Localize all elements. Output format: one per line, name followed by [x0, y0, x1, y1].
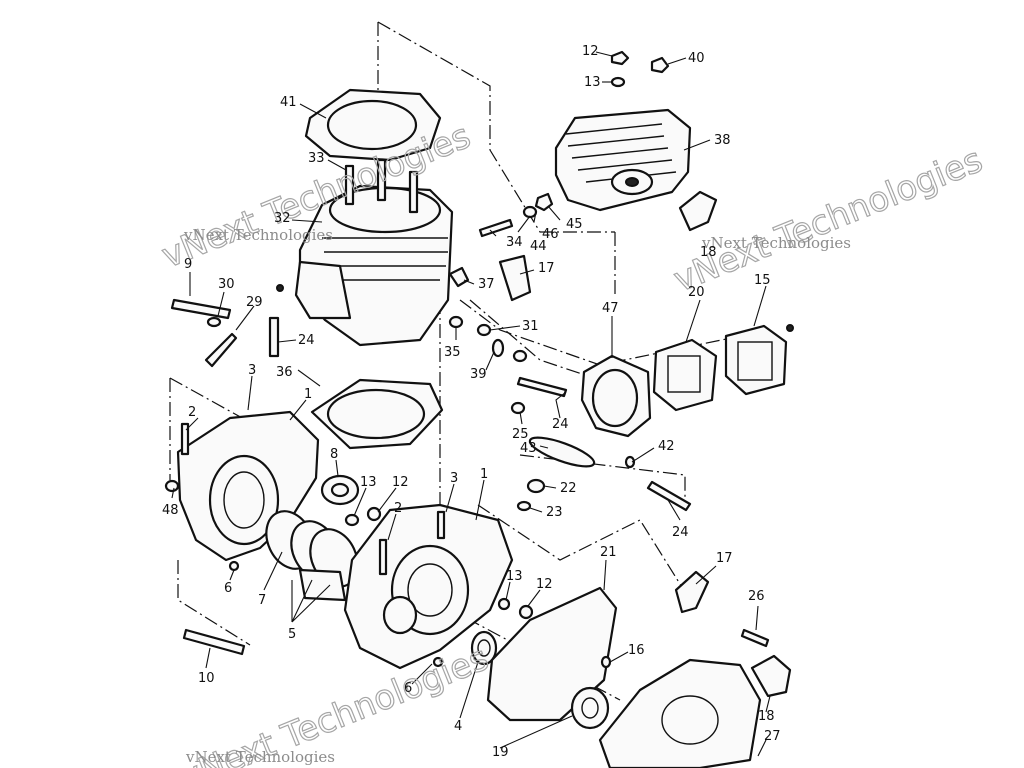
callout-38: 38: [714, 133, 731, 148]
cylinder: [294, 158, 454, 347]
callout-7: 7: [258, 593, 266, 608]
callout-4: 4: [454, 719, 462, 734]
callout-27: 27: [764, 729, 781, 744]
crankshaft: [265, 510, 359, 602]
callout-12-mid: 12: [392, 475, 409, 490]
reed-gasket: [724, 324, 788, 396]
callout-15: 15: [754, 273, 771, 288]
callout-48: 48: [162, 503, 179, 518]
intake-manifold: [580, 354, 652, 438]
callout-12-top: 12: [582, 44, 599, 59]
main-bearing: [320, 474, 360, 506]
callout-47: 47: [602, 301, 619, 316]
callout-36: 36: [276, 365, 293, 380]
callout-2-left: 2: [188, 405, 196, 420]
leader-lines: [171, 51, 771, 757]
watermark-script-text: vNext Technologies: [668, 140, 988, 300]
callout-37: 37: [478, 277, 495, 292]
callout-20: 20: [688, 285, 705, 300]
callout-12-low: 12: [536, 577, 553, 592]
callout-35: 35: [444, 345, 461, 360]
callout-18-top: 18: [700, 245, 717, 260]
callout-40: 40: [688, 51, 705, 66]
callout-34: 34: [506, 235, 523, 250]
callout-46: 46: [542, 227, 559, 242]
exhaust-elbow-top: [678, 190, 718, 232]
callout-5: 5: [288, 627, 296, 642]
callout-1-mid: 1: [480, 467, 488, 482]
callout-29: 29: [246, 295, 263, 310]
carb-clamp: [528, 436, 596, 468]
oil-seal: [470, 630, 498, 666]
base-gasket: [310, 378, 444, 450]
callout-26: 26: [748, 589, 765, 604]
watermark-company-text: vNext Technologies: [185, 748, 335, 766]
watermark-company-text: vNext Technologies: [183, 226, 333, 244]
callout-13-top: 13: [584, 75, 601, 90]
head-gasket: [304, 88, 442, 162]
callout-24-mid: 24: [552, 417, 569, 432]
callout-25: 25: [512, 427, 529, 442]
reed-valve: [652, 338, 718, 412]
callout-2-mid: 2: [394, 501, 402, 516]
callout-23: 23: [546, 505, 563, 520]
exhaust-pipe: [674, 570, 710, 614]
callout-6-left: 6: [224, 581, 232, 596]
callout-9: 9: [184, 257, 192, 272]
callout-21: 21: [600, 545, 617, 560]
callout-3-mid: 3: [450, 471, 458, 486]
watermark-bottom: vNext Technologies vNext Technologies: [174, 638, 495, 768]
watermark-right: vNext Technologies vNext Technologies: [668, 140, 989, 301]
callout-17-top: 17: [538, 261, 555, 276]
callout-30: 30: [218, 277, 235, 292]
callout-1-left: 1: [304, 387, 312, 402]
callout-6-mid: 6: [404, 681, 412, 696]
callout-10: 10: [198, 671, 215, 686]
watermark-company-text: vNext Technologies: [701, 234, 851, 252]
callout-8: 8: [330, 447, 338, 462]
callout-13-mid: 13: [360, 475, 377, 490]
callout-22: 22: [560, 481, 577, 496]
exhaust-elbow-bottom: [750, 654, 792, 698]
callout-41: 41: [280, 95, 297, 110]
callout-42: 42: [658, 439, 675, 454]
callout-39: 39: [470, 367, 487, 382]
exhaust-flange: [498, 254, 532, 302]
callout-labels: 12 40 13 41 38 33 32 34 44 46 45 18 17 3…: [162, 44, 781, 760]
callout-17-bottom: 17: [716, 551, 733, 566]
callout-16: 16: [628, 643, 645, 658]
callout-13-low: 13: [506, 569, 523, 584]
callout-33: 33: [308, 151, 325, 166]
fasteners: [170, 218, 770, 656]
callout-45: 45: [566, 217, 583, 232]
side-bearing: [570, 686, 610, 730]
side-cover: [598, 658, 762, 768]
callout-43: 43: [520, 441, 537, 456]
callout-32: 32: [274, 211, 291, 226]
case-gasket: [486, 586, 618, 722]
washers-and-nuts: [164, 50, 794, 669]
callout-3-left: 3: [248, 363, 256, 378]
callout-24-right: 24: [672, 525, 689, 540]
callout-31: 31: [522, 319, 539, 334]
callout-24-left: 24: [298, 333, 315, 348]
callout-18-bottom: 18: [758, 709, 775, 724]
callout-19: 19: [492, 745, 509, 760]
callout-44: 44: [530, 239, 547, 254]
cylinder-head: [554, 108, 692, 212]
